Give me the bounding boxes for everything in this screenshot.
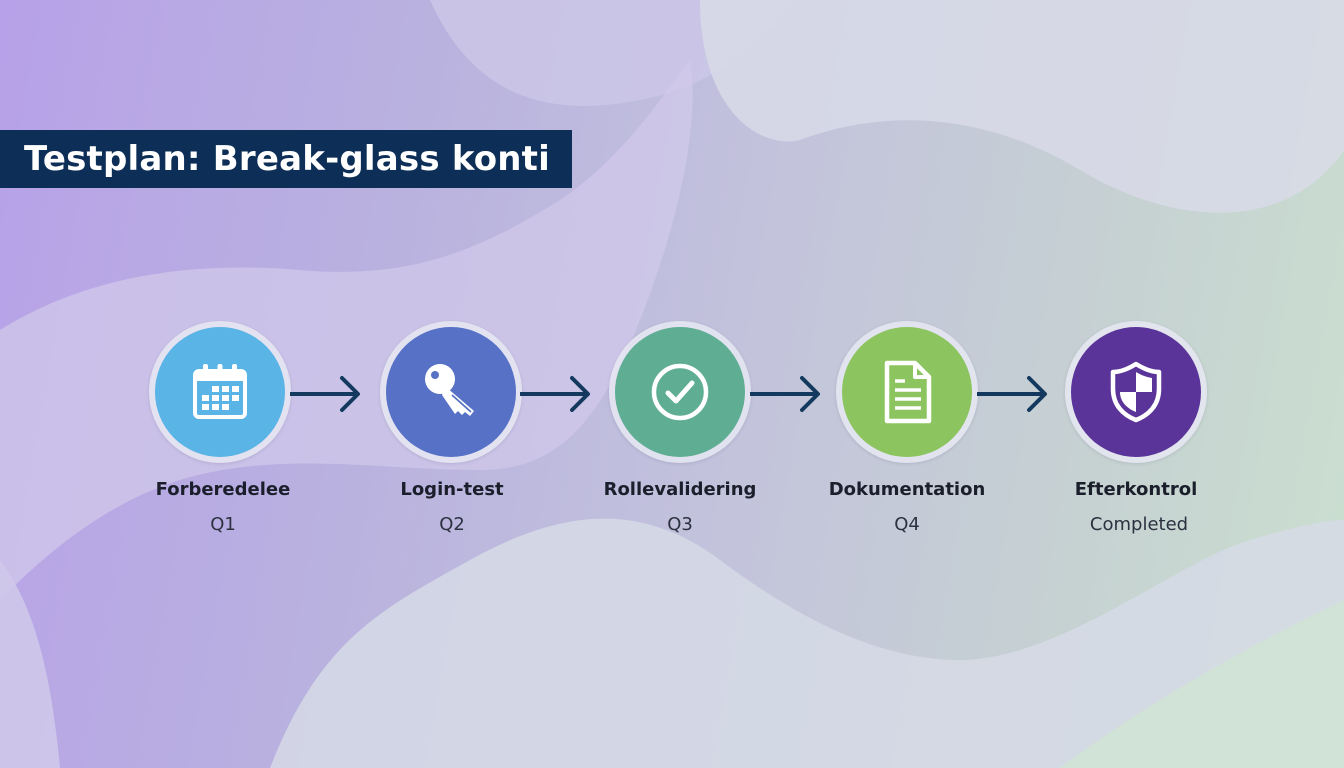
step-circle — [1065, 321, 1207, 463]
step-period: Q4 — [894, 514, 920, 535]
shield-icon — [1110, 361, 1162, 423]
step-period: Q2 — [439, 514, 465, 535]
step-label: Rollevalidering — [603, 479, 757, 500]
step-circle-fill — [386, 327, 516, 457]
step-label: Efterkontrol — [1074, 479, 1198, 500]
step-circle-fill — [842, 327, 972, 457]
step-circle-fill — [155, 327, 285, 457]
title-banner: Testplan: Break-glass konti — [0, 130, 572, 188]
key-icon — [425, 364, 474, 416]
calendar-icon — [193, 364, 247, 419]
step-period: Q3 — [667, 514, 693, 535]
step-label: Dokumentation — [828, 479, 986, 500]
step-period: Completed — [1089, 514, 1189, 535]
page-title: Testplan: Break-glass konti — [23, 139, 550, 179]
arrow-right-icon — [977, 376, 1047, 412]
step-circle-fill — [615, 327, 745, 457]
step-label: Login-test — [400, 479, 504, 500]
step-circle — [149, 321, 291, 463]
arrow-right-icon — [290, 376, 360, 412]
arrow-right-icon — [750, 376, 820, 412]
check-circle-icon — [651, 363, 709, 421]
step-label: Forberedelee — [155, 479, 291, 500]
document-icon — [884, 360, 932, 424]
step-circle — [380, 321, 522, 463]
step-period: Q1 — [210, 514, 236, 535]
step-circle-fill — [1071, 327, 1201, 457]
step-circle — [836, 321, 978, 463]
arrow-right-icon — [520, 376, 590, 412]
step-circle — [609, 321, 751, 463]
